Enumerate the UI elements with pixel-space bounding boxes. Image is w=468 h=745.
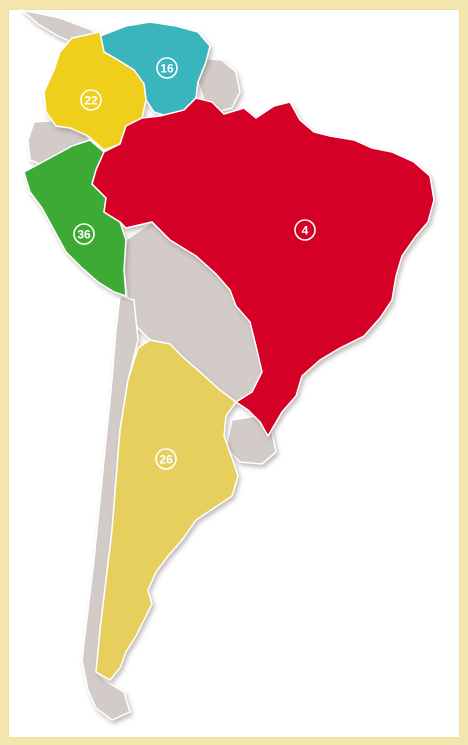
badge-colombia: 22	[80, 89, 102, 111]
highlighted-countries	[23, 21, 435, 681]
badge-venezuela: 16	[156, 57, 178, 79]
argentina-shape[interactable]	[95, 339, 239, 681]
guianas-shape	[197, 57, 241, 113]
brazil-shape[interactable]	[91, 97, 435, 438]
badge-label-brazil: 4	[302, 224, 309, 238]
peru-shape[interactable]	[23, 139, 127, 298]
badge-label-venezuela: 16	[160, 62, 174, 76]
badge-label-argentina: 26	[159, 453, 173, 467]
badge-brazil: 4	[294, 219, 316, 241]
badge-argentina: 26	[155, 448, 177, 470]
badge-label-colombia: 22	[84, 94, 98, 108]
badge-label-peru: 36	[77, 228, 91, 242]
badge-peru: 36	[73, 223, 95, 245]
